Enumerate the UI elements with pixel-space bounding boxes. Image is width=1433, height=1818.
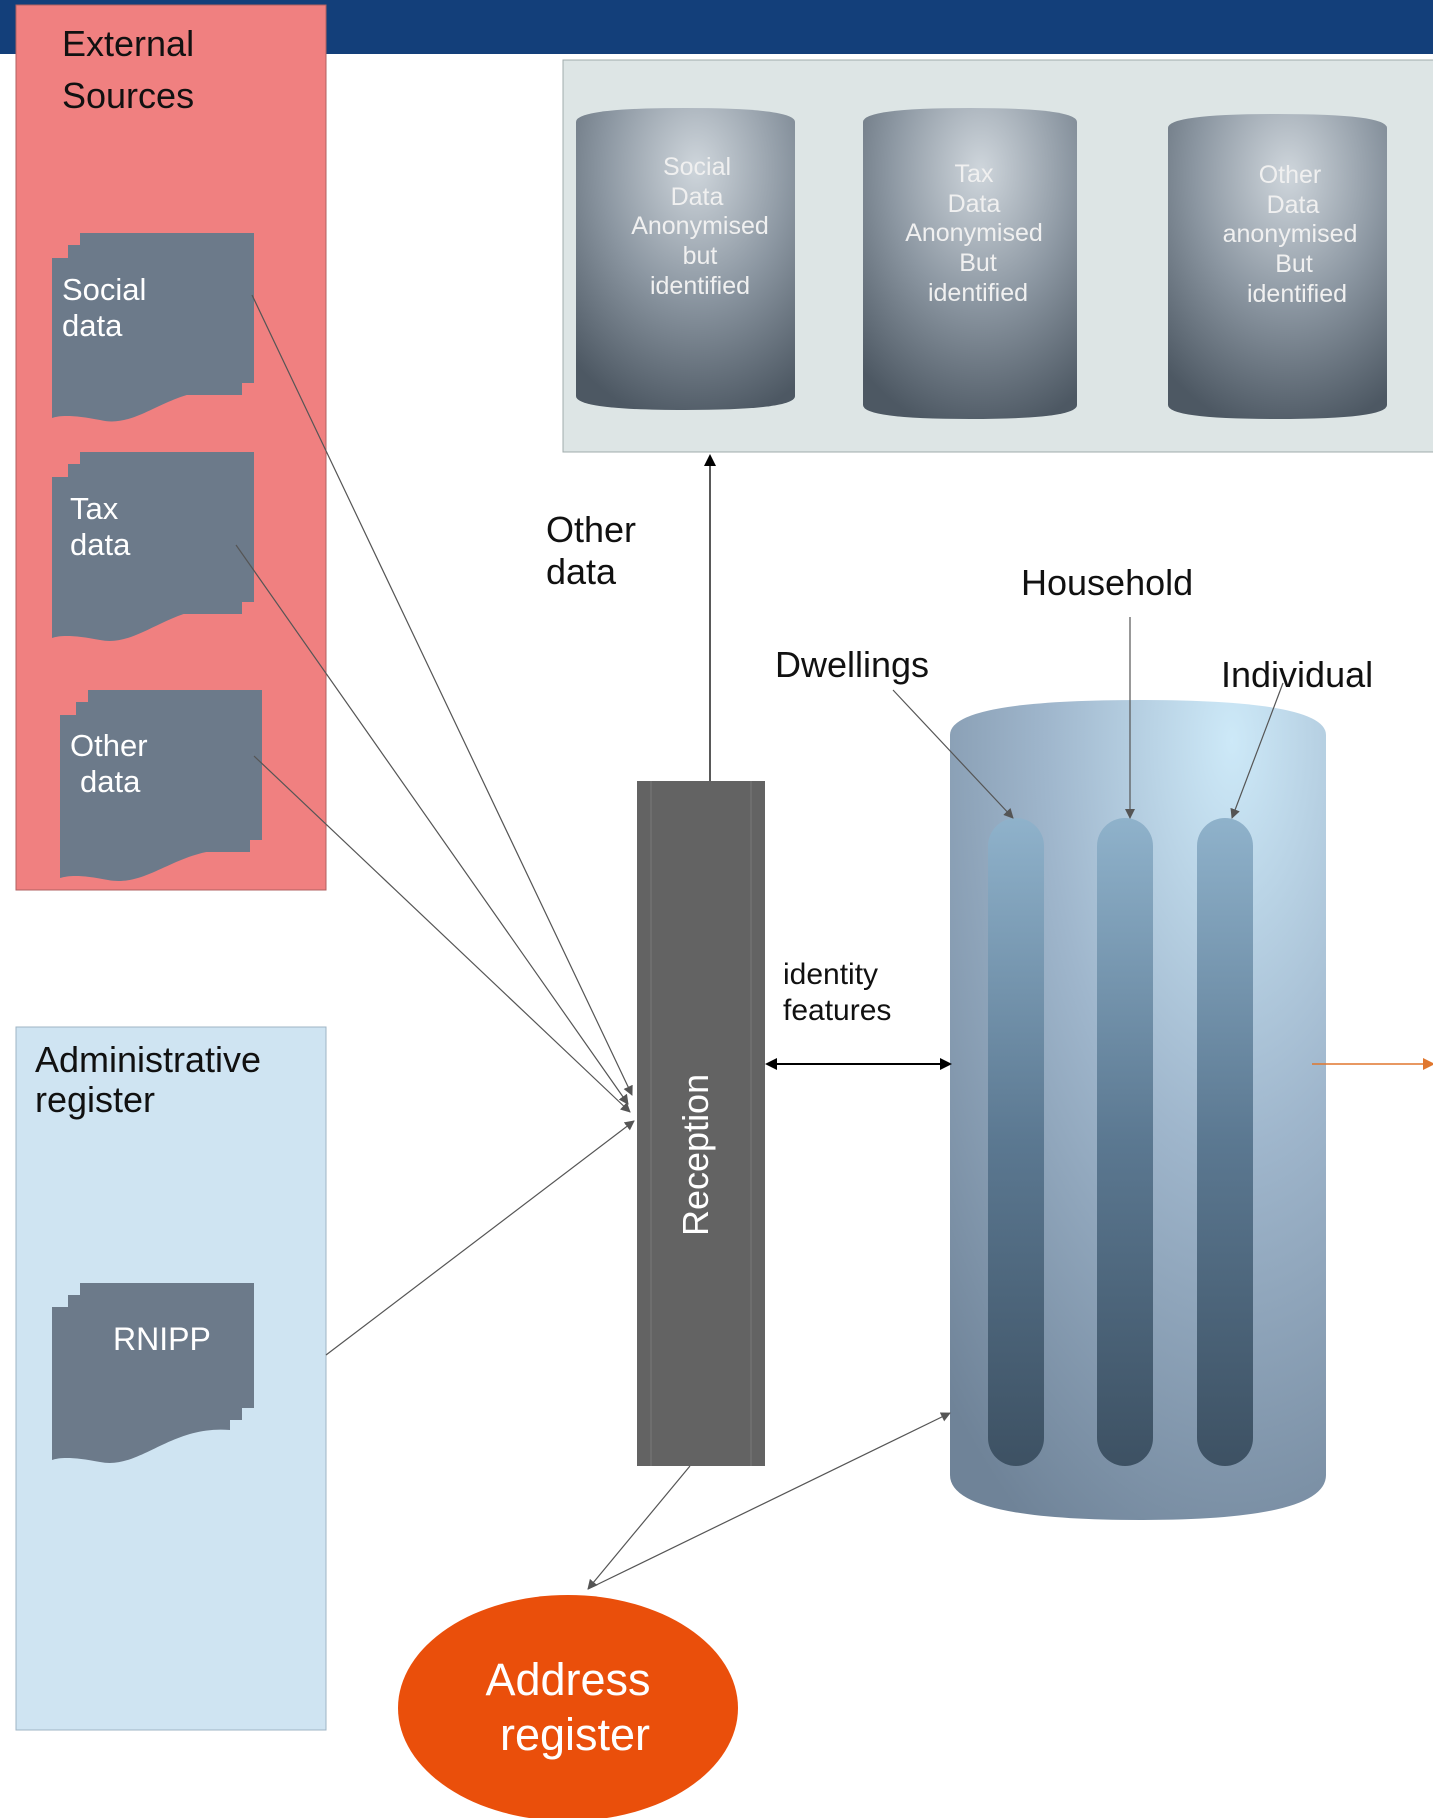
individual-label: Individual	[1221, 654, 1373, 695]
social-data-label-line1: Social	[62, 272, 146, 307]
dwellings-label: Dwellings	[775, 644, 929, 685]
tax-db-line4: But	[959, 249, 997, 277]
tax-data-document: Tax data	[52, 452, 254, 641]
social-data-document: Social data	[52, 233, 254, 422]
reception-block: Reception	[637, 781, 765, 1466]
dwellings-arrow	[892, 689, 1014, 819]
other-data-flow-label-line1: Other	[546, 509, 636, 550]
social-db-line2: Data	[671, 183, 724, 211]
rnipp-arrow	[325, 1120, 635, 1356]
other-db-line4: But	[1275, 250, 1313, 278]
social-db-line3: Anonymised	[631, 212, 769, 240]
tax-data-arrow	[235, 544, 629, 1105]
other-data-flow-label-line2: data	[546, 551, 617, 592]
social-db-line4: but	[683, 242, 718, 270]
individual-column	[1197, 818, 1253, 1466]
tax-anonymised-database: Tax Data Anonymised But identified	[863, 108, 1077, 419]
dwellings-column	[988, 818, 1044, 1466]
tax-db-line5: identified	[928, 279, 1028, 307]
address-register-label-line2: register	[500, 1709, 650, 1760]
social-db-line5: identified	[650, 272, 750, 300]
central-register-cylinder	[950, 700, 1326, 1520]
tax-data-label-line1: Tax	[70, 491, 119, 526]
reception-label: Reception	[675, 1074, 716, 1236]
admin-register-title-line2: register	[35, 1079, 155, 1120]
social-anonymised-database: Social Data Anonymised but identified	[576, 108, 795, 410]
tax-db-line2: Data	[948, 190, 1001, 218]
tax-db-line3: Anonymised	[905, 219, 1043, 247]
other-data-label-line2: data	[80, 764, 141, 799]
other-data-source-arrow	[253, 755, 631, 1113]
social-data-label-line2: data	[62, 308, 123, 343]
individual-arrow	[1230, 682, 1284, 819]
other-data-document: Other data	[60, 690, 262, 881]
external-sources-title-line2: Sources	[62, 75, 194, 116]
household-column	[1097, 818, 1153, 1466]
other-db-line3: anonymised	[1223, 220, 1358, 248]
other-anonymised-database: Other Data anonymised But identified	[1168, 114, 1387, 419]
address-register: Address register	[398, 1595, 738, 1818]
social-data-arrow	[251, 294, 633, 1096]
rnipp-document: RNIPP	[52, 1283, 254, 1463]
other-db-line5: identified	[1247, 280, 1347, 308]
other-db-line2: Data	[1267, 191, 1320, 219]
address-register-label-line1: Address	[485, 1654, 650, 1705]
tax-db-line1: Tax	[955, 160, 994, 188]
admin-register-title-line1: Administrative	[35, 1039, 261, 1080]
tax-data-label-line2: data	[70, 527, 131, 562]
rnipp-label: RNIPP	[113, 1321, 211, 1357]
identity-features-label-line2: features	[783, 994, 891, 1027]
address-cylinder-arrow	[587, 1412, 951, 1590]
identity-features-label-line1: identity	[783, 958, 878, 991]
social-db-line1: Social	[663, 153, 731, 181]
external-sources-title-line1: External	[62, 23, 194, 64]
household-label: Household	[1021, 562, 1193, 603]
other-db-line1: Other	[1259, 161, 1322, 189]
reception-address-arrow	[587, 1465, 691, 1590]
other-data-label-line1: Other	[70, 728, 148, 763]
